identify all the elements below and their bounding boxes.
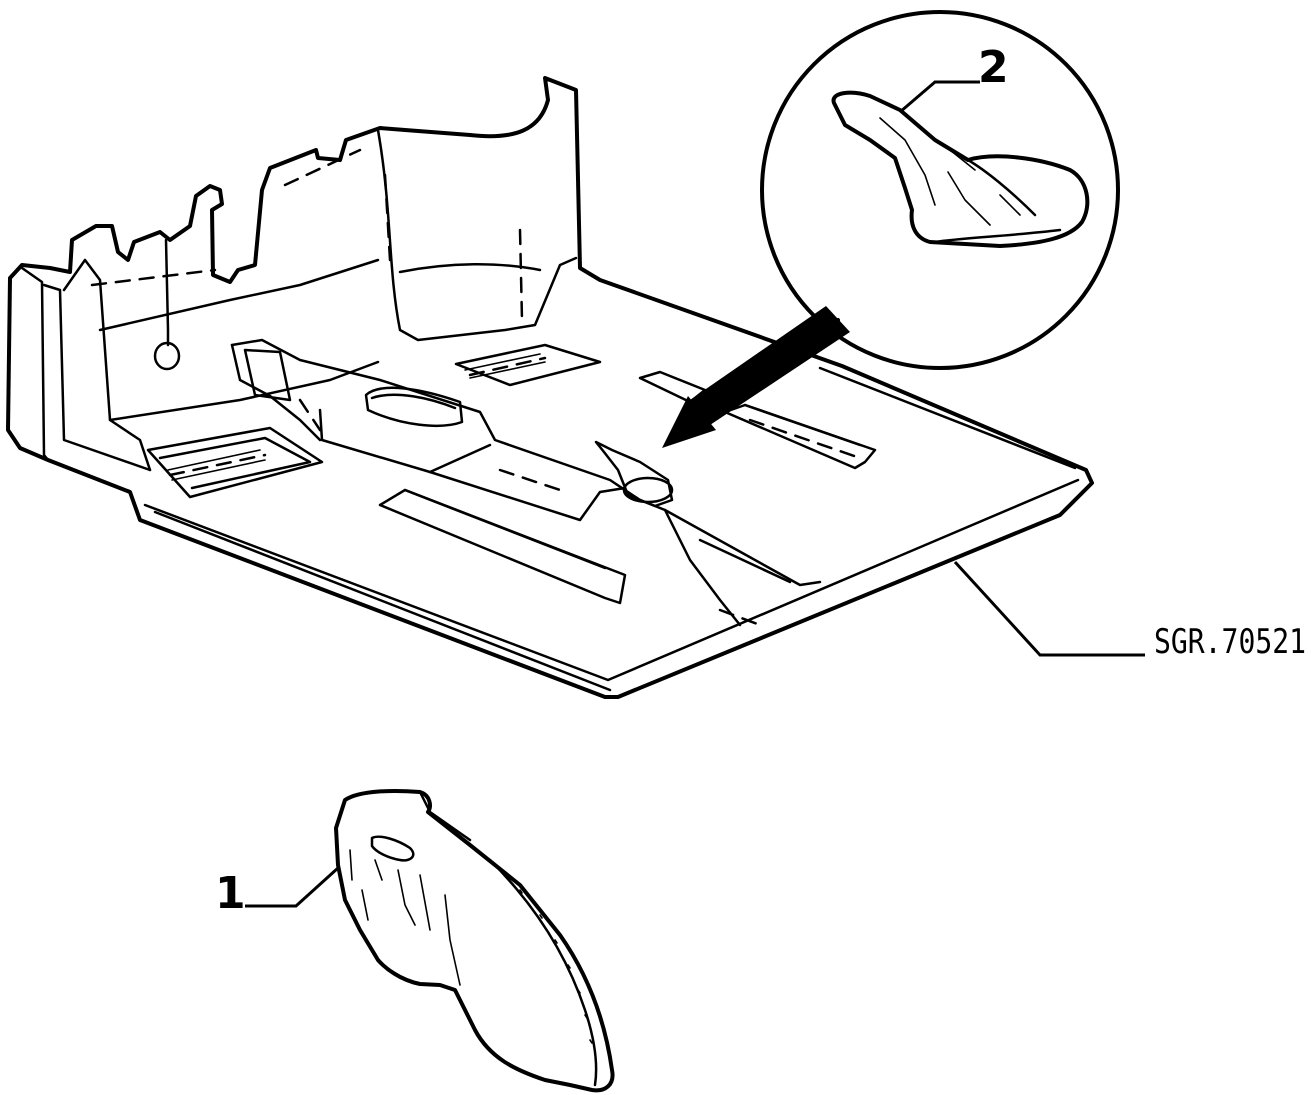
callout-number-2: 2 xyxy=(978,42,1009,93)
floor-carpet xyxy=(6,76,1094,699)
callout-1: 1 xyxy=(215,866,340,919)
reference-code-label: SGR.70521 xyxy=(1154,622,1306,662)
detail-magnifier-circle xyxy=(760,10,1120,370)
gear-boot-detail xyxy=(831,90,1090,248)
detail-pointer-arrow xyxy=(662,306,850,448)
callout-2: 2 xyxy=(899,42,1009,114)
callout-number-1: 1 xyxy=(215,868,246,919)
reference-code-callout: SGR.70521 xyxy=(953,560,1306,662)
side-trim-panel xyxy=(334,788,615,1093)
